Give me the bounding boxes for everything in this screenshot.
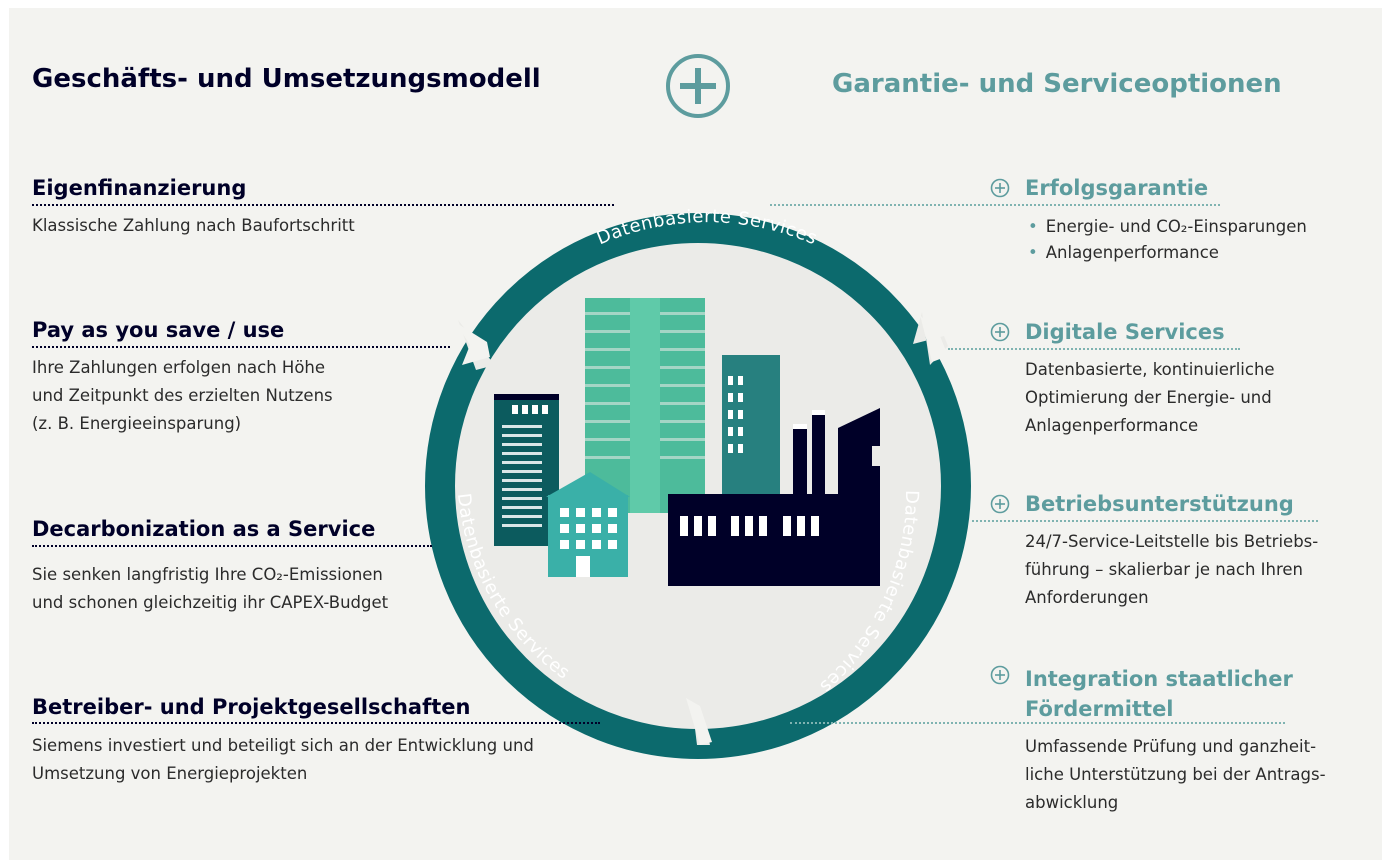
left-item-divider bbox=[32, 722, 600, 724]
right-item-text: 24/7-Service-Leitstelle bis Betriebs- fü… bbox=[1025, 532, 1319, 607]
left-item-text: Siemens investiert und beteiligt sich an… bbox=[32, 736, 534, 783]
right-item-divider bbox=[972, 520, 1318, 522]
left-item-text: Ihre Zahlungen erfolgen nach Höhe und Ze… bbox=[32, 358, 333, 433]
plus-circle-icon bbox=[990, 665, 1010, 685]
service-ring-diagram: Datenbasierte Services Datenbasierte Ser… bbox=[425, 206, 971, 759]
list-item: Energie- und CO₂-Einsparungen bbox=[1028, 214, 1307, 240]
plus-circle-icon bbox=[990, 494, 1010, 514]
plus-circle-icon bbox=[990, 322, 1010, 342]
right-item-title-foerdermittel: Integration staatlicher Fördermittel bbox=[1025, 667, 1293, 721]
left-item-title-pay-as-you-save: Pay as you save / use bbox=[32, 318, 285, 342]
right-item-title-digitale-services: Digitale Services bbox=[1025, 320, 1225, 344]
left-item-title-decarbonization: Decarbonization as a Service bbox=[32, 517, 376, 541]
left-item-text: Sie senken langfristig Ihre CO₂-Emission… bbox=[32, 565, 389, 612]
right-item-title-betriebsunterstuetzung: Betriebsunterstützung bbox=[1025, 492, 1294, 516]
list-item: Anlagenperformance bbox=[1028, 240, 1307, 266]
left-item-text: Klassische Zahlung nach Baufortschritt bbox=[32, 216, 355, 235]
right-column-title: Garantie- und Serviceoptionen bbox=[832, 69, 1282, 99]
plus-circle-icon bbox=[666, 54, 730, 118]
left-item-title-betreiber: Betreiber- und Projektgesellschaften bbox=[32, 695, 471, 719]
plus-circle-icon bbox=[990, 178, 1010, 198]
left-item-divider bbox=[32, 545, 432, 547]
right-item-text: Datenbasierte, kontinuierliche Optimieru… bbox=[1025, 360, 1275, 435]
right-item-divider bbox=[948, 348, 1240, 350]
left-item-title-eigenfinanzierung: Eigenfinanzierung bbox=[32, 176, 247, 200]
right-item-title-erfolgsgarantie: Erfolgsgarantie bbox=[1025, 176, 1209, 200]
buildings-illustration bbox=[494, 298, 880, 586]
right-item-divider bbox=[770, 204, 1220, 206]
right-item-text: Umfassende Prüfung und ganzheit- liche U… bbox=[1025, 737, 1326, 812]
bullet-list: Energie- und CO₂-Einsparungen Anlagenper… bbox=[1028, 214, 1307, 266]
left-column-title: Geschäfts- und Umsetzungsmodell bbox=[32, 64, 541, 94]
left-item-divider bbox=[32, 346, 450, 348]
left-item-divider bbox=[32, 204, 614, 206]
right-item-divider bbox=[790, 722, 1285, 724]
